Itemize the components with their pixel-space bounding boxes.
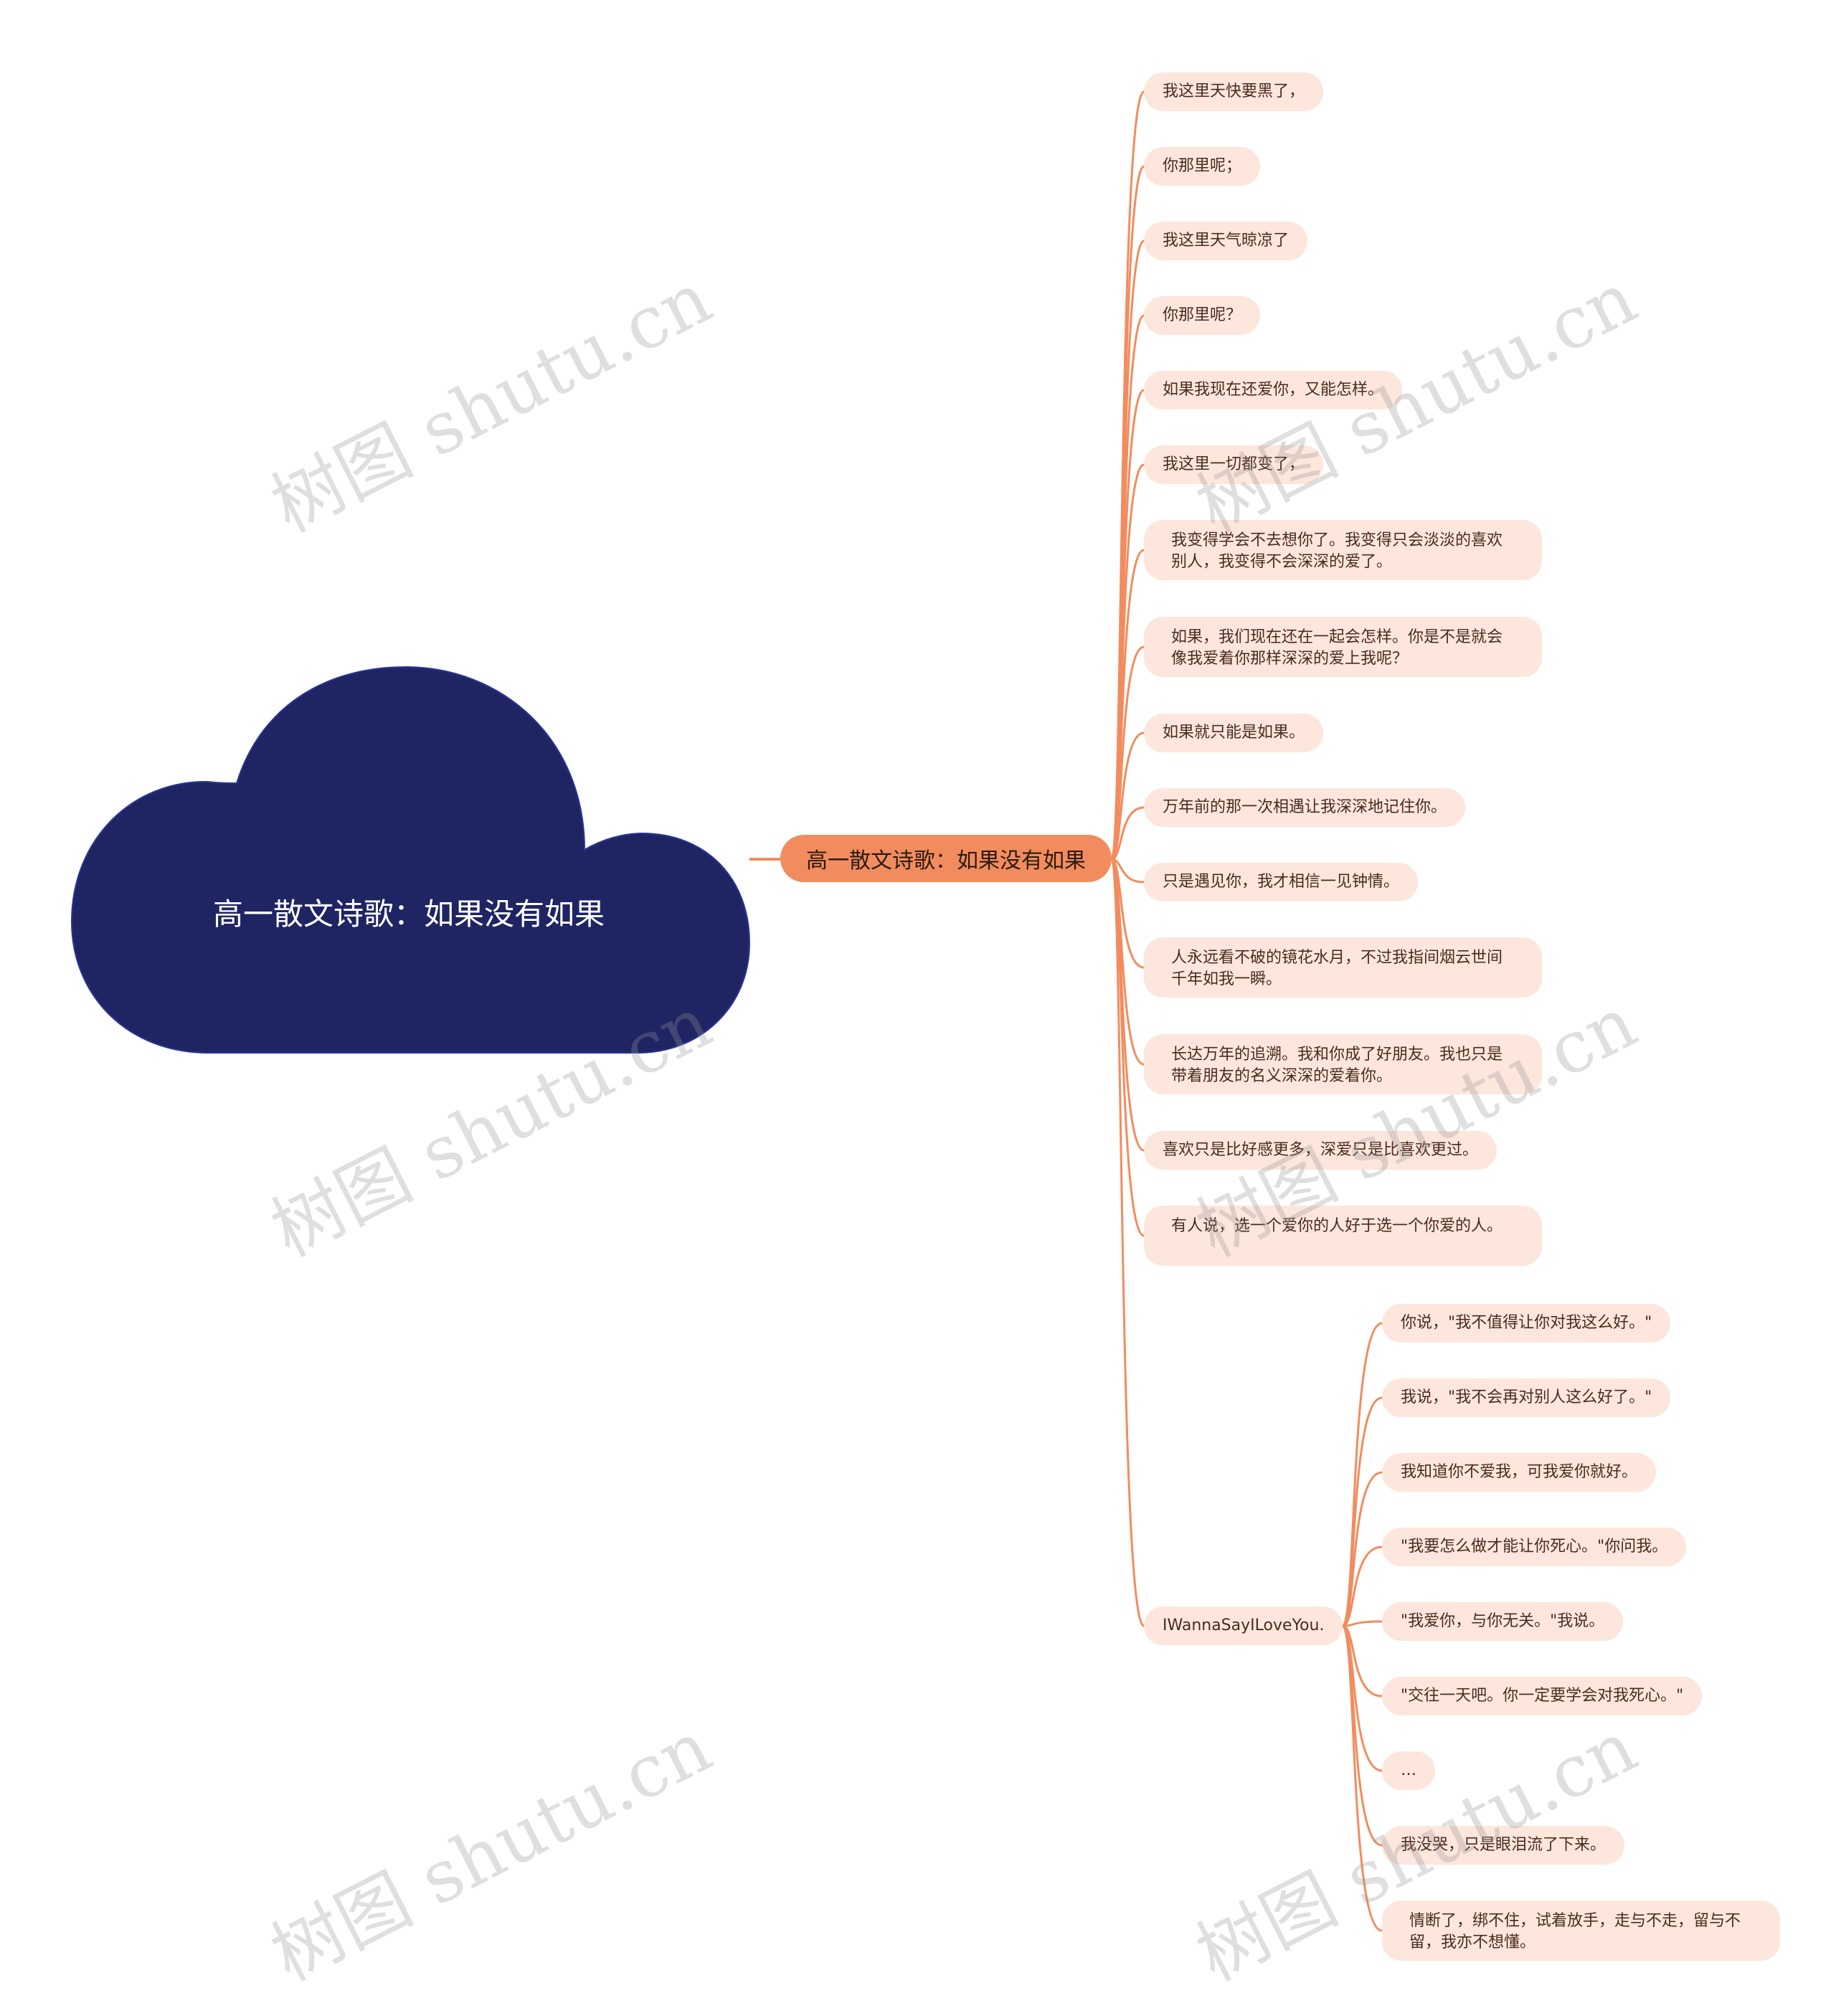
branch-node-11[interactable]: 只是遇见你，我才相信一见钟情。 bbox=[1144, 863, 1419, 901]
connector-line bbox=[1342, 1620, 1383, 1627]
sub-leaf-node-3[interactable]: 我知道你不爱我，可我爱你就好。 bbox=[1382, 1453, 1657, 1492]
sub-leaf-node-7[interactable]: … bbox=[1382, 1751, 1435, 1790]
branch-node-4[interactable]: 你那里呢？ bbox=[1144, 296, 1261, 335]
cloud-shape[interactable] bbox=[70, 666, 751, 1054]
branch-node-6[interactable]: 我这里一切都变了， bbox=[1144, 445, 1324, 484]
branch-node-12[interactable]: 人永远看不破的镜花水月，不过我指间烟云世间千年如我一瞬。 bbox=[1144, 937, 1542, 998]
sub-leaf-node-4[interactable]: "我要怎么做才能让你死心。"你问我。 bbox=[1382, 1528, 1687, 1566]
connector-line bbox=[1342, 1546, 1383, 1627]
connector-line bbox=[1111, 732, 1145, 861]
connector-line bbox=[1111, 858, 1145, 884]
branch-node-1[interactable]: 我这里天快要黑了， bbox=[1144, 72, 1324, 111]
branch-node-8[interactable]: 如果，我们现在还在一起会怎样。你是不是就会像我爱着你那样深深的爱上我呢？ bbox=[1144, 617, 1542, 677]
branch-node-5[interactable]: 如果我现在还爱你，又能怎样。 bbox=[1144, 371, 1403, 410]
sub-branch-node[interactable]: IWannaSayILoveYou. bbox=[1144, 1606, 1343, 1645]
connector-line bbox=[1110, 90, 1145, 861]
branch-node-14[interactable]: 喜欢只是比好感更多，深爱只是比喜欢更过。 bbox=[1144, 1131, 1497, 1170]
branch-node-2[interactable]: 你那里呢； bbox=[1144, 147, 1261, 186]
branch-node-13[interactable]: 长达万年的追溯。我和你成了好朋友。我也只是带着朋友的名义深深的爱着你。 bbox=[1144, 1034, 1542, 1094]
connector-line bbox=[1110, 858, 1145, 1627]
main-topic-node[interactable]: 高一散文诗歌：如果没有如果 bbox=[780, 835, 1112, 882]
branch-node-7[interactable]: 我变得学会不去想你了。我变得只会淡淡的喜欢别人，我变得不会深深的爱了。 bbox=[1144, 520, 1542, 580]
sub-leaf-node-9[interactable]: 情断了，绑不住，试着放手，走与不走，留与不留，我亦不想懂。 bbox=[1382, 1901, 1780, 1961]
sub-leaf-node-6[interactable]: "交往一天吧。你一定要学会对我死心。" bbox=[1382, 1677, 1703, 1716]
branch-node-10[interactable]: 万年前的那一次相遇让我深深地记住你。 bbox=[1144, 788, 1466, 827]
sub-leaf-node-8[interactable]: 我没哭，只是眼泪流了下来。 bbox=[1382, 1826, 1625, 1865]
branch-node-9[interactable]: 如果就只能是如果。 bbox=[1144, 714, 1324, 752]
root-topic[interactable]: 高一散文诗歌：如果没有如果 bbox=[212, 896, 605, 932]
connector-line bbox=[1342, 1471, 1383, 1627]
sub-leaf-node-1[interactable]: 你说，"我不值得让你对我这么好。" bbox=[1382, 1304, 1671, 1343]
connector-line bbox=[1111, 806, 1145, 861]
branch-node-15[interactable]: 有人说，选一个爱你的人好于选一个你爱的人。 bbox=[1144, 1206, 1542, 1266]
sub-leaf-node-2[interactable]: 我说，"我不会再对别人这么好了。" bbox=[1382, 1378, 1671, 1417]
connector-line bbox=[1341, 1624, 1383, 1932]
sub-leaf-node-5[interactable]: "我爱你，与你无关。"我说。 bbox=[1382, 1602, 1624, 1641]
branch-node-3[interactable]: 我这里天气晾凉了 bbox=[1144, 222, 1308, 260]
